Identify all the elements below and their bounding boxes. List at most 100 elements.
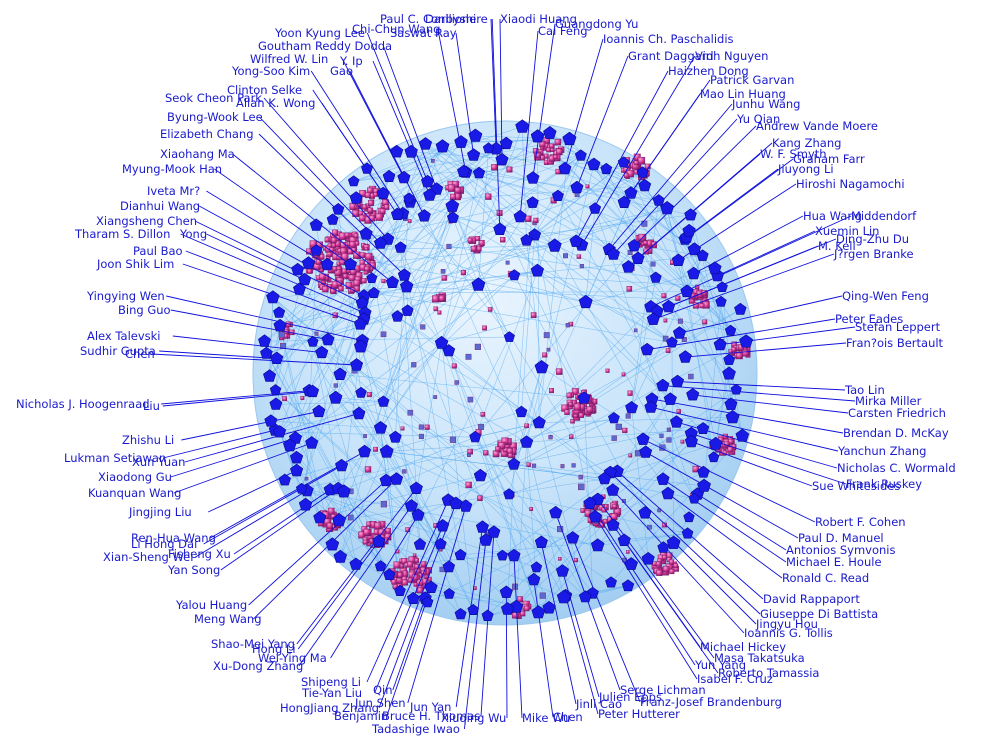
- author-label[interactable]: Qing-Wen Feng: [842, 289, 929, 303]
- graph-hub-node[interactable]: [260, 346, 273, 359]
- graph-hub-node[interactable]: [349, 191, 363, 204]
- author-label[interactable]: Stefan Leppert: [855, 320, 941, 334]
- graph-hub-node[interactable]: [382, 169, 396, 182]
- graph-hub-node[interactable]: [503, 331, 515, 342]
- author-label[interactable]: Cai Feng: [538, 24, 588, 38]
- author-node[interactable]: [397, 268, 411, 281]
- graph-hub-node[interactable]: [468, 128, 483, 142]
- author-node[interactable]: [669, 415, 683, 428]
- author-node[interactable]: [423, 188, 437, 201]
- author-label[interactable]: Masa Takatsuka: [714, 651, 805, 665]
- author-label[interactable]: Guangdong Yu: [555, 17, 638, 31]
- author-node[interactable]: [526, 171, 540, 184]
- graph-hub-node[interactable]: [715, 295, 727, 307]
- author-label[interactable]: Jiuyong Li: [777, 162, 834, 176]
- author-node[interactable]: [315, 345, 329, 359]
- author-label[interactable]: Xiaodong Gu: [98, 470, 172, 484]
- author-label[interactable]: Yu Qian: [736, 112, 780, 126]
- graph-hub-node[interactable]: [413, 538, 427, 550]
- graph-hub-node[interactable]: [574, 149, 587, 161]
- author-node[interactable]: [558, 161, 572, 175]
- author-node[interactable]: [640, 342, 654, 356]
- graph-hub-node[interactable]: [636, 166, 649, 178]
- graph-hub-node[interactable]: [421, 596, 434, 608]
- author-label[interactable]: Vinh Nguyen: [695, 49, 768, 63]
- author-node[interactable]: [376, 186, 390, 200]
- graph-hub-node[interactable]: [562, 131, 577, 146]
- author-node[interactable]: [404, 499, 418, 512]
- graph-hub-node[interactable]: [419, 137, 433, 150]
- author-node[interactable]: [606, 247, 620, 260]
- author-node[interactable]: [372, 534, 386, 548]
- graph-hub-node[interactable]: [684, 208, 697, 221]
- graph-hub-node[interactable]: [307, 335, 319, 347]
- graph-hub-node[interactable]: [577, 391, 591, 404]
- graph-hub-node[interactable]: [442, 560, 456, 573]
- author-label[interactable]: Hua Wang: [803, 209, 862, 223]
- author-node[interactable]: [569, 234, 583, 247]
- graph-hub-node[interactable]: [454, 135, 468, 148]
- graph-hub-node[interactable]: [266, 290, 280, 304]
- graph-hub-node[interactable]: [556, 589, 571, 604]
- graph-hub-node[interactable]: [399, 279, 414, 293]
- author-label[interactable]: Yong-Soo Kim: [231, 64, 310, 78]
- graph-hub-node[interactable]: [716, 281, 728, 293]
- author-node[interactable]: [305, 436, 319, 449]
- author-label[interactable]: Y. Ip: [339, 54, 363, 68]
- graph-hub-node[interactable]: [273, 425, 287, 438]
- author-node[interactable]: [298, 272, 312, 286]
- graph-hub-node[interactable]: [503, 488, 515, 500]
- author-label[interactable]: Lukman Setiawan: [64, 451, 166, 465]
- author-label[interactable]: Ronald C. Read: [782, 571, 869, 585]
- graph-hub-node[interactable]: [515, 405, 528, 418]
- author-node[interactable]: [555, 564, 570, 577]
- author-label[interactable]: Jingjing Liu: [128, 505, 192, 519]
- graph-hub-node[interactable]: [520, 435, 534, 448]
- author-label[interactable]: Byung-Wook Lee: [167, 110, 263, 124]
- graph-hub-node[interactable]: [454, 548, 467, 561]
- graph-hub-node[interactable]: [500, 602, 515, 615]
- graph-hub-node[interactable]: [377, 395, 390, 407]
- author-label[interactable]: Michael E. Houle: [786, 555, 882, 569]
- graph-hub-node[interactable]: [722, 366, 736, 380]
- author-label[interactable]: Myung-Mook Han: [122, 162, 222, 176]
- graph-hub-node[interactable]: [652, 194, 665, 206]
- author-label[interactable]: Xian-Sheng Wei: [103, 550, 193, 564]
- graph-hub-node[interactable]: [333, 367, 347, 381]
- author-node[interactable]: [588, 510, 602, 523]
- author-label[interactable]: Nicholas J. Hoogenraad: [16, 397, 150, 411]
- graph-hub-node[interactable]: [625, 401, 639, 414]
- author-label[interactable]: Roberto Tamassia: [718, 666, 819, 680]
- author-node[interactable]: [662, 299, 676, 313]
- graph-hub-node[interactable]: [600, 162, 613, 175]
- graph-hub-node[interactable]: [680, 284, 694, 298]
- author-node[interactable]: [621, 260, 635, 273]
- graph-hub-node[interactable]: [543, 126, 557, 139]
- author-node[interactable]: [684, 434, 698, 448]
- author-label[interactable]: Haizhen Dong: [668, 64, 749, 78]
- author-node[interactable]: [639, 445, 653, 458]
- graph-hub-node[interactable]: [530, 129, 545, 143]
- author-label[interactable]: Jun Yan: [409, 700, 451, 714]
- graph-hub-node[interactable]: [605, 576, 617, 588]
- author-label[interactable]: Andrew Vande Moere: [756, 119, 878, 133]
- author-node[interactable]: [631, 251, 645, 265]
- graph-hub-node[interactable]: [682, 223, 696, 237]
- graph-hub-node[interactable]: [390, 144, 404, 158]
- graph-hub-node[interactable]: [621, 579, 635, 592]
- author-node[interactable]: [436, 519, 450, 532]
- author-node[interactable]: [479, 533, 493, 546]
- graph-hub-node[interactable]: [666, 336, 678, 348]
- author-label[interactable]: Xuemin Lin: [815, 224, 879, 238]
- author-label[interactable]: David Rappaport: [763, 592, 860, 606]
- author-label[interactable]: M. Kell: [818, 239, 856, 253]
- graph-hub-node[interactable]: [273, 318, 287, 332]
- graph-hub-node[interactable]: [508, 269, 521, 281]
- graph-hub-node[interactable]: [328, 390, 343, 404]
- graph-hub-node[interactable]: [697, 465, 710, 478]
- author-node[interactable]: [570, 180, 584, 194]
- graph-hub-node[interactable]: [435, 139, 450, 153]
- author-label[interactable]: Sue Whitesides: [812, 479, 900, 493]
- graph-hub-node[interactable]: [531, 605, 546, 619]
- author-label[interactable]: Tadashige Iwao: [371, 722, 460, 736]
